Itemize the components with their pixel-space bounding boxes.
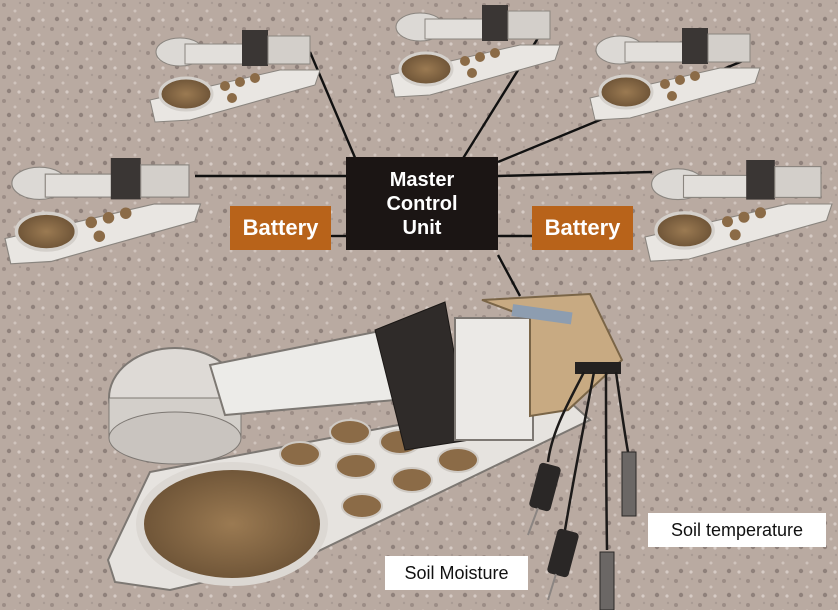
mcu-label-line1: Master bbox=[389, 168, 455, 191]
master-control-unit-box: Master Control Unit bbox=[346, 157, 498, 250]
battery-right-label: Battery bbox=[532, 206, 633, 250]
satellite-sensor-unit bbox=[644, 160, 833, 262]
soil-temperature-probe-left bbox=[599, 551, 615, 610]
mcu-label-line3: Unit bbox=[402, 216, 442, 239]
satellite-sensor-unit bbox=[589, 28, 761, 121]
soil-moisture-probe-upper bbox=[527, 462, 561, 536]
satellite-sensor-unit bbox=[4, 158, 202, 265]
soil-temperature-probe-right bbox=[621, 451, 637, 517]
mcu-label-line2: Control bbox=[386, 192, 458, 215]
soil-sample-pan bbox=[136, 462, 328, 586]
satellite-sensor-unit bbox=[389, 5, 561, 98]
soil-temperature-label: Soil temperature bbox=[648, 513, 826, 547]
sensor-cables bbox=[546, 371, 630, 551]
battery-left-label: Battery bbox=[230, 206, 331, 250]
satellite-sensor-unit bbox=[149, 30, 321, 123]
soil-moisture-label: Soil Moisture bbox=[385, 556, 528, 590]
soil-moisture-probe-lower bbox=[547, 528, 579, 601]
main-sensor-unit bbox=[106, 292, 624, 592]
